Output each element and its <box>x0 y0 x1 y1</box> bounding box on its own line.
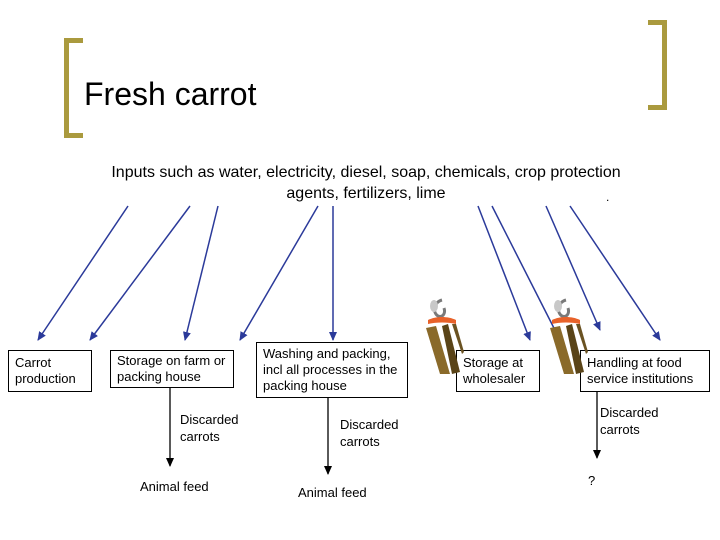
waste-destination: Animal feed <box>298 485 367 500</box>
input-arrow <box>239 205 319 341</box>
waste-label: Discarded carrots <box>600 405 659 437</box>
input-arrow <box>569 205 661 341</box>
waste-destination: ? <box>588 473 596 488</box>
input-arrow <box>477 205 531 341</box>
stage-box-washing-packing: Washing and packing, incl all processes … <box>256 342 408 398</box>
input-arrow <box>89 205 191 341</box>
consumer-figure-icon <box>550 298 588 374</box>
input-arrow <box>545 205 601 331</box>
consumer-figure-icon <box>426 298 464 374</box>
waste-label: Discarded carrots <box>340 417 399 449</box>
stage-label: Handling at food service institutions <box>587 355 694 386</box>
stage-box-food-service: Handling at food service institutions <box>580 350 710 392</box>
title-bracket-right <box>648 20 667 110</box>
inputs-dot: . <box>606 190 610 204</box>
stage-label: Storage on farm or packing house <box>117 353 226 384</box>
stage-label: Storage at wholesaler <box>463 355 526 386</box>
input-arrow <box>37 205 129 341</box>
stage-box-production: Carrot production <box>8 350 92 392</box>
title-bracket-left <box>64 38 83 138</box>
stage-label: Carrot production <box>15 355 76 386</box>
stage-box-wholesaler: Storage at wholesaler <box>456 350 540 392</box>
stage-label: Washing and packing, incl all processes … <box>263 346 398 393</box>
input-arrow <box>491 205 561 341</box>
stage-box-storage-farm: Storage on farm or packing house <box>110 350 234 388</box>
waste-destination: Animal feed <box>140 479 209 494</box>
waste-label: Discarded carrots <box>180 412 239 444</box>
slide-title: Fresh carrot <box>84 76 257 112</box>
inputs-label: Inputs such as water, electricity, diese… <box>111 164 621 202</box>
input-arrow <box>183 205 219 341</box>
